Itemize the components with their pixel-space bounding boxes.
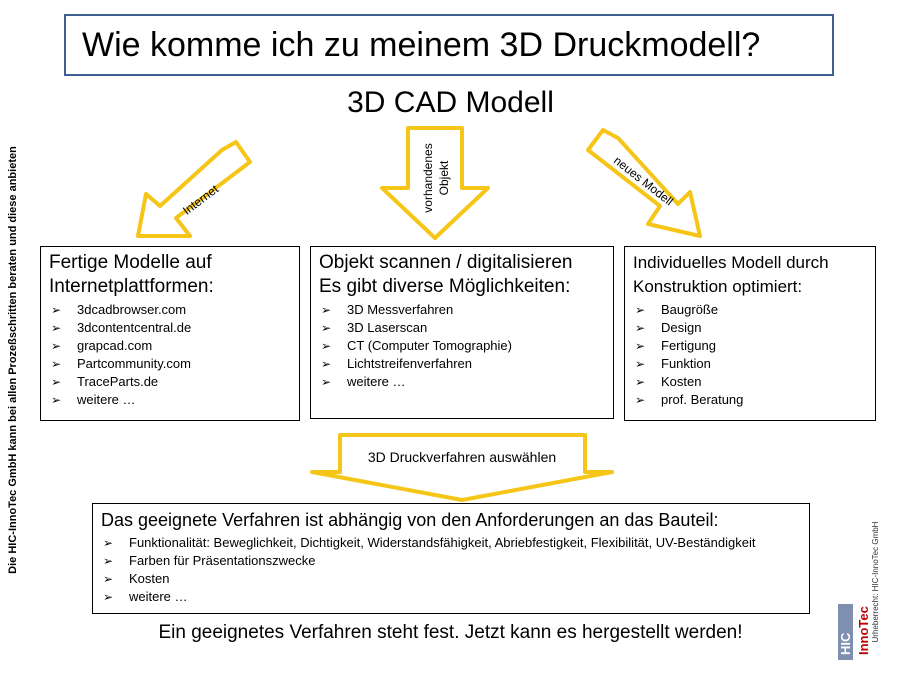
list-item: ➢3D Messverfahren bbox=[321, 302, 454, 317]
arrow-internet: Internet bbox=[136, 140, 252, 238]
box-ready-models-title-1: Fertige Modelle auf bbox=[49, 252, 212, 273]
box-requirements-title: Das geeignete Verfahren ist abhängig von… bbox=[101, 510, 719, 530]
list-item: ➢CT (Computer Tomographie) bbox=[321, 338, 512, 353]
arrow-existing-object-line2: Objekt bbox=[437, 160, 451, 195]
bullet-arrow-icon: ➢ bbox=[321, 375, 332, 389]
list-item: ➢3D Laserscan bbox=[321, 320, 428, 335]
list-item: ➢Design bbox=[635, 320, 702, 335]
logo-right-text: InnoTec bbox=[856, 606, 871, 655]
arrow-existing-object-line1: vorhandenes bbox=[421, 143, 435, 212]
bullet-arrow-icon: ➢ bbox=[51, 375, 62, 389]
box-scan-object-list: ➢3D Messverfahren ➢3D Laserscan ➢CT (Com… bbox=[319, 301, 605, 391]
arrow-select-process-label: 3D Druckverfahren auswählen bbox=[368, 449, 556, 465]
box-scan-object-title-2: Es gibt diverse Möglichkeiten: bbox=[319, 276, 571, 297]
box-scan-object: Objekt scannen / digitalisieren Es gibt … bbox=[310, 246, 614, 419]
page-title: Wie komme ich zu meinem 3D Druckmodell? bbox=[64, 14, 834, 76]
list-item: ➢Fertigung bbox=[635, 338, 716, 353]
list-item: ➢Baugröße bbox=[635, 302, 719, 317]
box-ready-models-title-2: Internetplattformen: bbox=[49, 276, 214, 297]
bullet-arrow-icon: ➢ bbox=[51, 393, 62, 407]
box-individual-model-title-2: Konstruktion optimiert: bbox=[633, 277, 803, 296]
bullet-arrow-icon: ➢ bbox=[635, 393, 646, 407]
list-item: ➢Funktion bbox=[635, 356, 711, 371]
list-item: ➢grapcad.com bbox=[51, 338, 153, 353]
logo-left-block bbox=[838, 604, 853, 660]
bullet-arrow-icon: ➢ bbox=[321, 357, 332, 371]
copyright-note: Urheberrecht: HIC-InnoTec GmbH bbox=[871, 521, 880, 643]
bullet-arrow-icon: ➢ bbox=[51, 357, 62, 371]
bullet-arrow-icon: ➢ bbox=[51, 303, 62, 317]
company-logo: HIC InnoTec bbox=[838, 604, 871, 660]
list-item: ➢weitere … bbox=[51, 392, 136, 407]
arrow-select-process: 3D Druckverfahren auswählen bbox=[310, 433, 614, 502]
box-individual-model-title-1: Individuelles Modell durch bbox=[633, 253, 829, 272]
arrow-new-model-label: neues Modell bbox=[611, 153, 676, 208]
bullet-arrow-icon: ➢ bbox=[635, 321, 646, 335]
bullet-arrow-icon: ➢ bbox=[635, 339, 646, 353]
bullet-arrow-icon: ➢ bbox=[103, 590, 114, 604]
box-ready-models-list: ➢3dcadbrowser.com ➢3dcontentcentral.de ➢… bbox=[49, 301, 291, 409]
box-requirements: Das geeignete Verfahren ist abhängig von… bbox=[92, 503, 810, 614]
list-item: ➢prof. Beratung bbox=[635, 392, 744, 407]
bullet-arrow-icon: ➢ bbox=[635, 303, 646, 317]
bullet-arrow-icon: ➢ bbox=[321, 321, 332, 335]
list-item: ➢Lichtstreifenverfahren bbox=[321, 356, 473, 371]
list-item: ➢Kosten bbox=[103, 571, 170, 586]
bullet-arrow-icon: ➢ bbox=[51, 339, 62, 353]
list-item: ➢Farben für Präsentationszwecke bbox=[103, 553, 316, 568]
bullet-arrow-icon: ➢ bbox=[103, 572, 114, 586]
bullet-arrow-icon: ➢ bbox=[321, 339, 332, 353]
footer-statement: Ein geeignetes Verfahren steht fest. Jet… bbox=[158, 622, 743, 643]
list-item: ➢weitere … bbox=[103, 589, 188, 604]
box-individual-model: Individuelles Modell durch Konstruktion … bbox=[624, 246, 876, 421]
list-item: ➢TraceParts.de bbox=[51, 374, 159, 389]
list-item: ➢weitere … bbox=[321, 374, 406, 389]
list-item: ➢Kosten bbox=[635, 374, 702, 389]
list-item: ➢3dcontentcentral.de bbox=[51, 320, 192, 335]
bullet-arrow-icon: ➢ bbox=[51, 321, 62, 335]
arrow-existing-object: vorhandenes Objekt bbox=[380, 126, 490, 240]
box-requirements-list: ➢Funktionalität: Beweglichkeit, Dichtigk… bbox=[101, 534, 801, 606]
list-item: ➢Funktionalität: Beweglichkeit, Dichtigk… bbox=[103, 535, 756, 550]
bullet-arrow-icon: ➢ bbox=[635, 357, 646, 371]
list-item: ➢3dcadbrowser.com bbox=[51, 302, 187, 317]
bullet-arrow-icon: ➢ bbox=[103, 536, 114, 550]
list-item: ➢Partcommunity.com bbox=[51, 356, 191, 371]
page-title-text: Wie komme ich zu meinem 3D Druckmodell? bbox=[82, 25, 761, 64]
arrow-new-model: neues Modell bbox=[586, 128, 702, 238]
bullet-arrow-icon: ➢ bbox=[321, 303, 332, 317]
bullet-arrow-icon: ➢ bbox=[635, 375, 646, 389]
box-individual-model-list: ➢Baugröße ➢Design ➢Fertigung ➢Funktion ➢… bbox=[633, 301, 867, 409]
box-ready-models: Fertige Modelle auf Internetplattformen:… bbox=[40, 246, 300, 421]
subtitle: 3D CAD Modell bbox=[347, 86, 554, 119]
logo-left-text: HIC bbox=[838, 632, 853, 655]
bullet-arrow-icon: ➢ bbox=[103, 554, 114, 568]
box-scan-object-title-1: Objekt scannen / digitalisieren bbox=[319, 252, 573, 273]
